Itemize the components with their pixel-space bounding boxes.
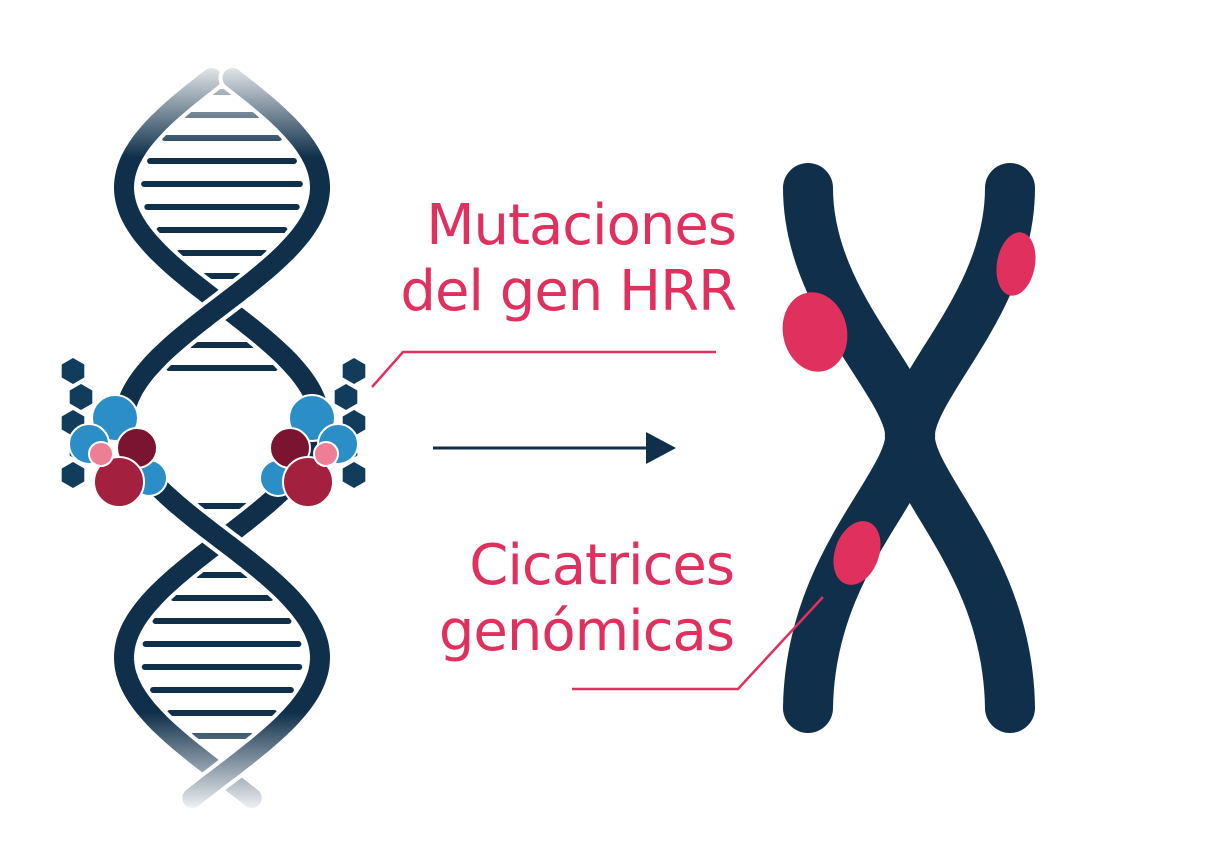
protein-pink-subunit: [88, 441, 114, 467]
right-arrow-icon: [433, 432, 676, 464]
chromosome-mark: [996, 232, 1036, 296]
protein-red-subunit: [282, 456, 334, 508]
protein-hex-subunit: [61, 462, 85, 488]
callout-lines: [371, 350, 824, 691]
protein-hex-subunit: [342, 358, 366, 384]
scars-callout-line: [572, 596, 824, 691]
chromosome-icon: [782, 163, 1036, 733]
dna-repair-protein-complex-icon: [61, 358, 168, 508]
mutations-label: Mutaciones del gen HRR: [330, 193, 737, 325]
protein-hex-subunit: [69, 384, 93, 410]
protein-hex-subunit: [61, 358, 85, 384]
scars-label-line: genómicas: [438, 599, 735, 664]
arrow-head: [646, 432, 676, 464]
protein-hex-subunit: [334, 384, 358, 410]
protein-pink-subunit: [313, 441, 339, 467]
scars-label: Cicatrices genómicas: [330, 533, 735, 665]
protein-hex-subunit: [342, 462, 366, 488]
protein-red-subunit: [93, 456, 145, 508]
mutations-label-line: del gen HRR: [400, 259, 737, 324]
chromosome-right-arm: [884, 163, 1035, 733]
mutations-callout-line: [371, 350, 716, 388]
chromosome-mark: [782, 292, 848, 372]
scars-label-line: Cicatrices: [469, 533, 735, 598]
mutations-label-line: Mutaciones: [426, 193, 737, 258]
chromosome-mark: [833, 521, 881, 585]
dna-repair-protein-complex-icon: [259, 358, 366, 508]
